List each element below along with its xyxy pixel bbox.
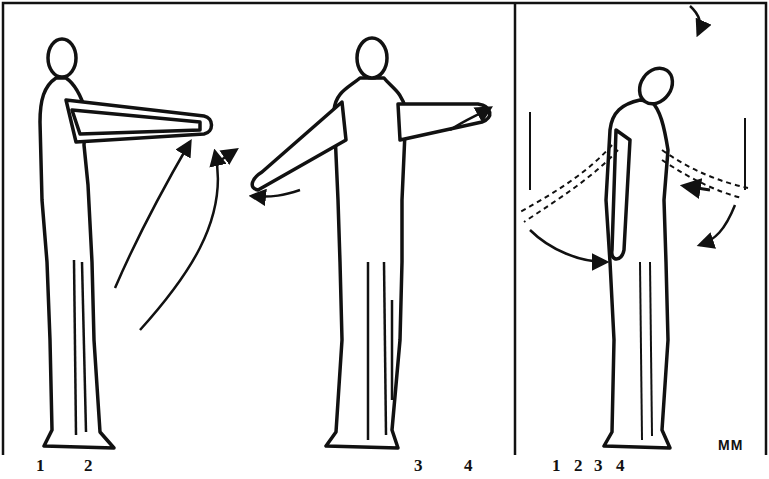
count-number: 4: [616, 457, 625, 474]
count-number: 2: [574, 457, 583, 474]
count-number: 2: [84, 457, 93, 474]
count-number: 1: [552, 457, 561, 474]
count-number: 4: [464, 457, 473, 474]
count-number: 3: [594, 457, 603, 474]
artist-monogram: MM: [718, 438, 743, 452]
count-number: 1: [36, 457, 45, 474]
count-number: 3: [414, 457, 423, 474]
